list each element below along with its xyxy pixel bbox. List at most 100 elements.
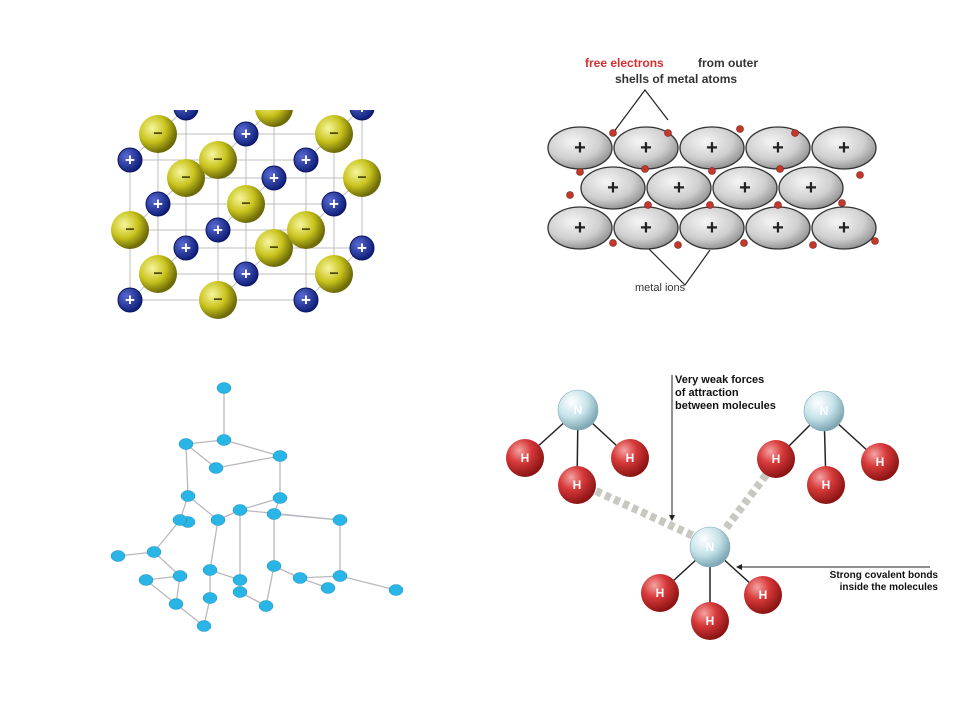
network-atom bbox=[208, 462, 224, 474]
anion-ion bbox=[199, 281, 237, 319]
anion-symbol: − bbox=[301, 222, 310, 239]
metallic-bonding-diagram: free electrons from outer shells of meta… bbox=[530, 45, 890, 305]
hydrogen-symbol: H bbox=[521, 451, 530, 465]
cation-symbol: + bbox=[125, 151, 135, 170]
network-atom bbox=[232, 504, 248, 516]
cation-symbol: + bbox=[125, 291, 135, 310]
anion-symbol: − bbox=[153, 126, 162, 143]
network-atom bbox=[272, 450, 288, 462]
hydrogen-atom bbox=[757, 440, 795, 478]
free-electron bbox=[740, 239, 748, 247]
network-bonds bbox=[117, 388, 397, 627]
hydrogen-atom bbox=[744, 576, 782, 614]
hydrogen-symbol: H bbox=[626, 451, 635, 465]
network-atom bbox=[210, 514, 226, 526]
hydrogen-atom bbox=[807, 466, 845, 504]
cation-ion bbox=[349, 235, 375, 261]
cation-symbol: + bbox=[357, 239, 367, 258]
cation-symbol: + bbox=[357, 110, 367, 118]
cation-symbol: + bbox=[153, 195, 163, 214]
hydrogen-atom bbox=[861, 443, 899, 481]
metallic-bonding-svg: free electrons from outer shells of meta… bbox=[547, 56, 879, 294]
cation-ion bbox=[173, 110, 199, 121]
free-electron bbox=[674, 241, 682, 249]
network-atom bbox=[332, 514, 348, 526]
ionic-lattice-diagram: +−+−+−+−+−+−+−+−+−+−+−+−+−+ bbox=[110, 110, 390, 320]
anion-symbol: − bbox=[213, 152, 222, 169]
network-bond bbox=[273, 513, 341, 521]
metal-ion-symbol: + bbox=[640, 137, 652, 159]
free-electron bbox=[776, 165, 784, 173]
network-bond bbox=[215, 455, 281, 469]
network-atom bbox=[320, 582, 336, 594]
cation-ion bbox=[349, 110, 375, 121]
network-bond bbox=[223, 439, 281, 457]
network-atom bbox=[172, 514, 188, 526]
network-atom bbox=[216, 382, 232, 394]
anion-ion bbox=[287, 211, 325, 249]
free-electron bbox=[838, 199, 846, 207]
covalent-bonds bbox=[524, 409, 881, 621]
cation-ion bbox=[173, 235, 199, 261]
free-electrons bbox=[566, 125, 879, 249]
strong-bonds-label-1: Strong covalent bonds bbox=[830, 570, 939, 581]
shells-label: shells of metal atoms bbox=[615, 72, 737, 86]
network-atom bbox=[168, 598, 184, 610]
free-electron bbox=[706, 201, 714, 209]
metal-ion-symbol: + bbox=[607, 177, 619, 199]
free-electron bbox=[809, 241, 817, 249]
metal-ion-symbol: + bbox=[706, 217, 718, 239]
free-electron bbox=[774, 201, 782, 209]
weak-forces-label-2: of attraction bbox=[675, 387, 739, 399]
free-electrons-label: free electrons bbox=[585, 56, 664, 70]
anion-ion bbox=[199, 141, 237, 179]
lattice-ions: +−+−+−+−+−+−+−+−+−+−+−+−+−+ bbox=[111, 110, 381, 319]
nitrogen-atom bbox=[689, 526, 731, 568]
anion-symbol: − bbox=[181, 170, 190, 187]
anion-ion bbox=[255, 229, 293, 267]
cation-symbol: + bbox=[181, 110, 191, 118]
metal-ion bbox=[811, 206, 877, 250]
free-electron bbox=[791, 129, 799, 137]
metal-ion-symbol: + bbox=[574, 217, 586, 239]
anion-ion bbox=[227, 185, 265, 223]
cation-ion bbox=[293, 287, 319, 313]
cation-symbol: + bbox=[241, 125, 251, 144]
metal-ion-symbol: + bbox=[706, 137, 718, 159]
covalent-network-svg bbox=[110, 382, 404, 632]
cation-symbol: + bbox=[301, 291, 311, 310]
free-electron bbox=[609, 239, 617, 247]
metal-ion bbox=[778, 166, 844, 210]
metal-ion-symbol: + bbox=[739, 177, 751, 199]
network-atom bbox=[292, 572, 308, 584]
cation-ion bbox=[205, 217, 231, 243]
network-atom bbox=[196, 620, 212, 632]
anion-ion bbox=[315, 115, 353, 153]
strong-bonds-label-2: inside the molecules bbox=[840, 582, 939, 593]
metal-ions-grid: ++++++++++++++ bbox=[547, 126, 877, 250]
metal-ion bbox=[580, 166, 646, 210]
network-atom bbox=[266, 560, 282, 572]
free-electron bbox=[644, 201, 652, 209]
network-atom bbox=[332, 570, 348, 582]
hydrogen-symbol: H bbox=[706, 614, 715, 628]
network-atom bbox=[202, 564, 218, 576]
cation-symbol: + bbox=[241, 265, 251, 284]
network-atom bbox=[266, 508, 282, 520]
nitrogen-atom bbox=[557, 389, 599, 431]
anion-ion bbox=[255, 110, 293, 127]
cation-symbol: + bbox=[301, 151, 311, 170]
weak-forces-label-3: between molecules bbox=[675, 400, 776, 412]
network-bond bbox=[339, 575, 397, 591]
anion-symbol: − bbox=[329, 126, 338, 143]
cation-ion bbox=[293, 147, 319, 173]
hydrogen-symbol: H bbox=[876, 455, 885, 469]
cation-symbol: + bbox=[213, 221, 223, 240]
metal-ion-symbol: + bbox=[772, 217, 784, 239]
nitrogen-symbol: N bbox=[574, 403, 583, 417]
network-atom bbox=[180, 490, 196, 502]
hydrogen-symbol: H bbox=[573, 478, 582, 492]
cation-ion bbox=[321, 191, 347, 217]
from-outer-label: from outer bbox=[698, 56, 758, 70]
